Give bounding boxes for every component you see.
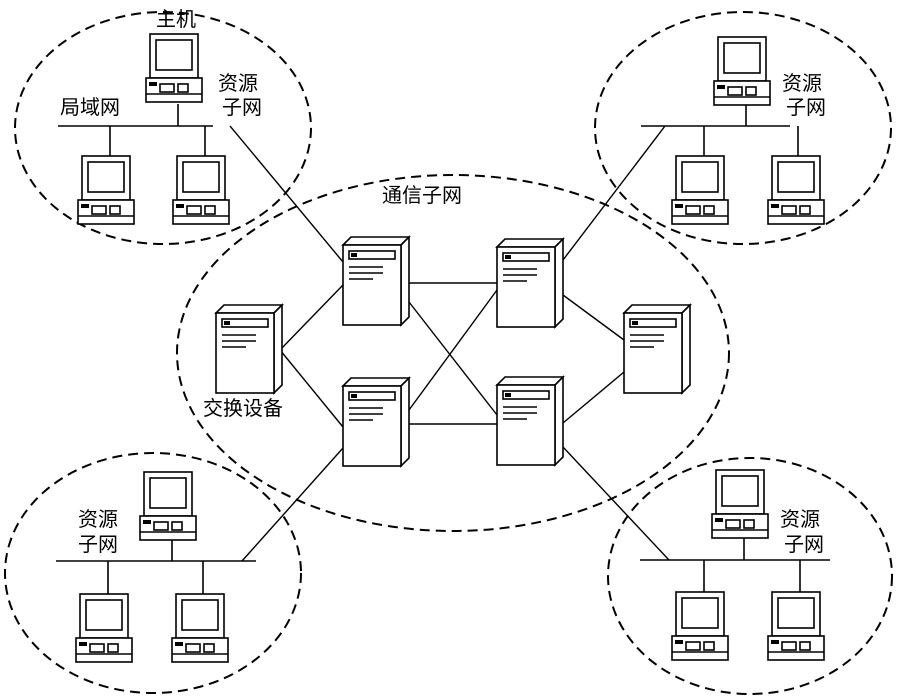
resource-subnet-top-right-outline (594, 11, 892, 245)
link-br-to-switch (562, 446, 670, 561)
switch-link (408, 301, 498, 416)
desktop-computer-icon (77, 155, 135, 225)
comm-subnet-outline (176, 174, 730, 532)
link-tr-to-switch (562, 125, 666, 261)
resource-subnet-label-line2: 子网 (784, 532, 824, 556)
desktop-computer-icon (767, 155, 825, 225)
switch-link (408, 289, 498, 411)
desktop-computer-icon (139, 471, 197, 541)
desktop-computer-icon (767, 591, 825, 661)
desktop-computer-icon (171, 593, 229, 663)
desktop-computer-icon (671, 155, 729, 225)
resource-subnet-label-line2: 子网 (786, 95, 826, 119)
link-bl-to-switch (241, 447, 344, 562)
desktop-computer-icon (172, 155, 230, 225)
server-tower-icon (496, 238, 564, 328)
resource-subnet-label-line1: 资源 (218, 71, 258, 95)
desktop-computer-icon (145, 33, 203, 103)
desktop-computer-icon (713, 36, 771, 106)
switch-link (279, 284, 344, 351)
resource-subnet-label-line1: 资源 (78, 507, 118, 531)
lan-label: 局域网 (60, 95, 120, 119)
switch-link (562, 294, 625, 341)
host-label: 主机 (156, 7, 196, 31)
server-tower-icon (623, 304, 691, 394)
server-tower-icon (215, 304, 283, 394)
switch-link (562, 371, 625, 424)
desktop-computer-icon (671, 591, 729, 661)
resource-subnet-bottom-left-outline (4, 452, 302, 694)
resource-subnet-label-line2: 子网 (222, 95, 262, 119)
resource-subnet-label-line1: 资源 (782, 71, 822, 95)
switch-link (279, 349, 344, 428)
switching-device-label: 交换设备 (203, 396, 283, 420)
resource-subnet-label-line2: 子网 (78, 532, 118, 556)
desktop-computer-icon (711, 469, 769, 539)
comm-subnet-label: 通信子网 (382, 183, 462, 207)
server-tower-icon (342, 377, 410, 467)
resource-subnet-label-line1: 资源 (780, 507, 820, 531)
link-tl-to-switch (229, 125, 344, 263)
server-tower-icon (342, 236, 410, 326)
server-tower-icon (496, 376, 564, 466)
resource-subnet-bottom-right-outline (607, 457, 893, 695)
desktop-computer-icon (75, 593, 133, 663)
resource-subnet-top-left-outline (14, 11, 312, 245)
